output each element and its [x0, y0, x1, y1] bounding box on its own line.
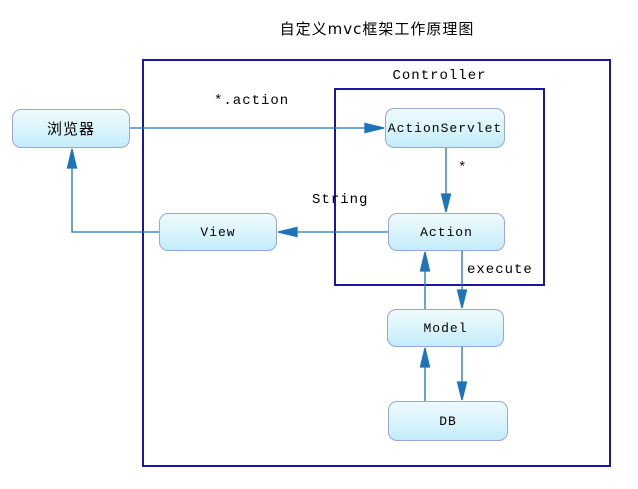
- node-view: View: [159, 213, 277, 251]
- node-actionservlet: ActionServlet: [385, 108, 505, 148]
- node-db: DB: [388, 401, 508, 441]
- edge-label-forward-multiplicity: *: [458, 160, 468, 176]
- controller-group-label: Controller: [392, 68, 487, 84]
- edge-label-request-pattern: *.action: [214, 93, 290, 109]
- edge-label-execute: execute: [467, 262, 533, 278]
- node-model: Model: [387, 309, 504, 347]
- node-action: Action: [388, 213, 505, 251]
- controller-group-box: [334, 88, 545, 286]
- node-browser: 浏览器: [12, 109, 130, 148]
- diagram-title: 自定义mvc框架工作原理图: [279, 20, 475, 38]
- edge-label-return-type: String: [312, 192, 369, 208]
- framework-boundary-box: [142, 59, 611, 467]
